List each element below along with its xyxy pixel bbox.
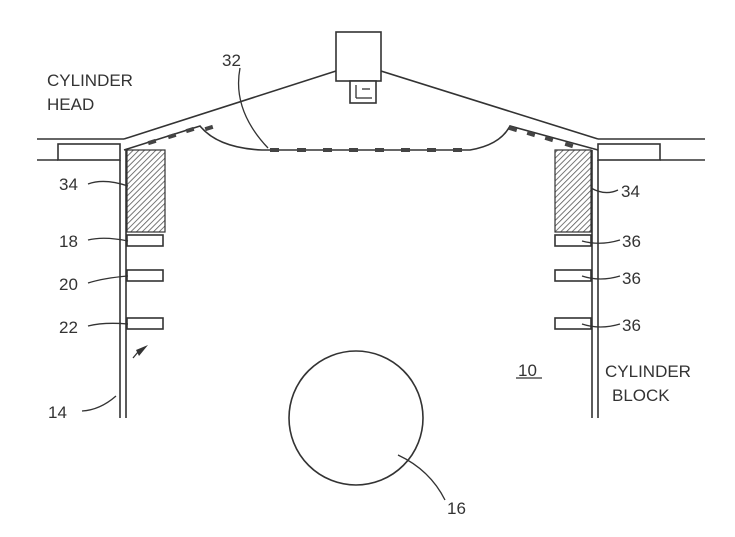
ref-label-34-right: 34 xyxy=(621,182,640,201)
ring-groove-20 xyxy=(126,269,164,282)
injector-base xyxy=(349,80,377,104)
ref-label-32: 32 xyxy=(222,51,241,70)
coating-layer-32 xyxy=(123,124,599,152)
ref-label-16: 16 xyxy=(447,499,466,518)
cylinder-head-label-line2: HEAD xyxy=(47,95,94,114)
ring-groove-18 xyxy=(126,234,164,247)
left-gasket-flange xyxy=(57,143,121,161)
left-cylinder-wall xyxy=(119,149,166,418)
cylinder-block-label-line2: BLOCK xyxy=(612,386,670,405)
ref-label-22: 22 xyxy=(59,318,78,337)
right-ring-groove-36-top xyxy=(554,234,592,247)
injector-body xyxy=(335,31,382,82)
cylinder-block-label-line1: CYLINDER xyxy=(605,362,691,381)
ref-label-10: 10 xyxy=(518,361,537,380)
right-ring-groove-36-mid xyxy=(554,269,592,282)
leader-lines xyxy=(81,67,621,501)
crank-circle-16 xyxy=(288,350,424,486)
injector-assembly xyxy=(335,31,382,104)
right-cylinder-wall xyxy=(554,149,599,418)
right-gasket-flange xyxy=(597,143,661,161)
right-ring-groove-36-bottom xyxy=(554,317,592,330)
figure-labels: CYLINDER HEAD 32 34 34 18 20 22 36 36 36… xyxy=(47,51,691,518)
ref-label-20: 20 xyxy=(59,275,78,294)
ref-label-14: 14 xyxy=(48,403,67,422)
ref-label-36-top: 36 xyxy=(622,232,641,251)
ref-label-36-mid: 36 xyxy=(622,269,641,288)
ref-label-36-bottom: 36 xyxy=(622,316,641,335)
right-heat-insulation-34 xyxy=(554,149,592,233)
ref-label-34-left: 34 xyxy=(59,175,78,194)
left-heat-insulation-34 xyxy=(126,149,166,233)
ring-groove-22 xyxy=(126,317,164,330)
cylinder-head-outline xyxy=(37,70,705,161)
cylinder-head-label-line1: CYLINDER xyxy=(47,71,133,90)
ref-label-18: 18 xyxy=(59,232,78,251)
